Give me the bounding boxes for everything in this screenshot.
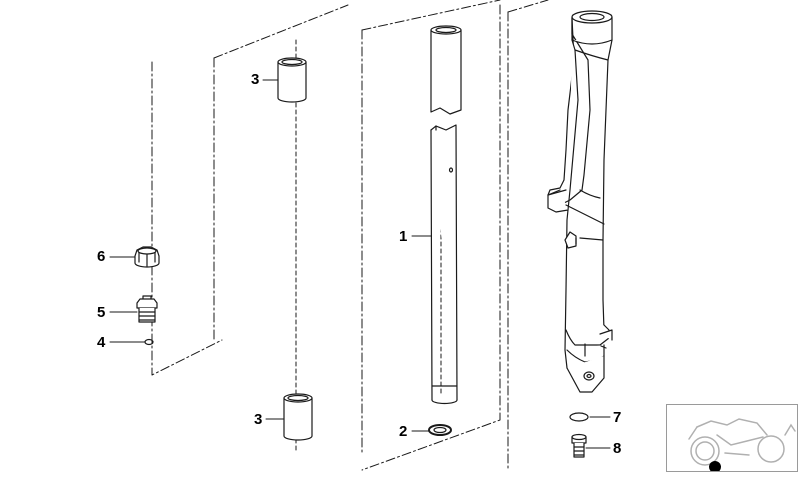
fork-tube (430, 25, 462, 405)
motorcycle-overview-icon (688, 418, 796, 471)
bushing-top (277, 57, 307, 103)
dashed-frames (151, 0, 549, 471)
seal-ring (428, 424, 452, 436)
callout-1: 1 (399, 228, 408, 245)
washer (569, 412, 589, 422)
callout-8: 8 (613, 440, 622, 457)
highlight-dot (709, 461, 721, 471)
callout-6: 6 (97, 248, 106, 265)
callout-3-bottom: 3 (254, 411, 263, 428)
bolt (571, 433, 587, 458)
fork-slider (547, 10, 613, 393)
callout-4: 4 (97, 334, 106, 351)
bushing-bottom (283, 393, 313, 441)
callout-3-top: 3 (251, 71, 260, 88)
callout-5: 5 (97, 304, 106, 321)
cap-nut (134, 246, 160, 268)
callout-7: 7 (613, 409, 622, 426)
leader-lines (109, 79, 611, 449)
plug-screw (136, 295, 158, 323)
frame-left-caps (151, 61, 223, 376)
overview-thumbnail (666, 404, 798, 472)
callout-2: 2 (399, 423, 408, 440)
